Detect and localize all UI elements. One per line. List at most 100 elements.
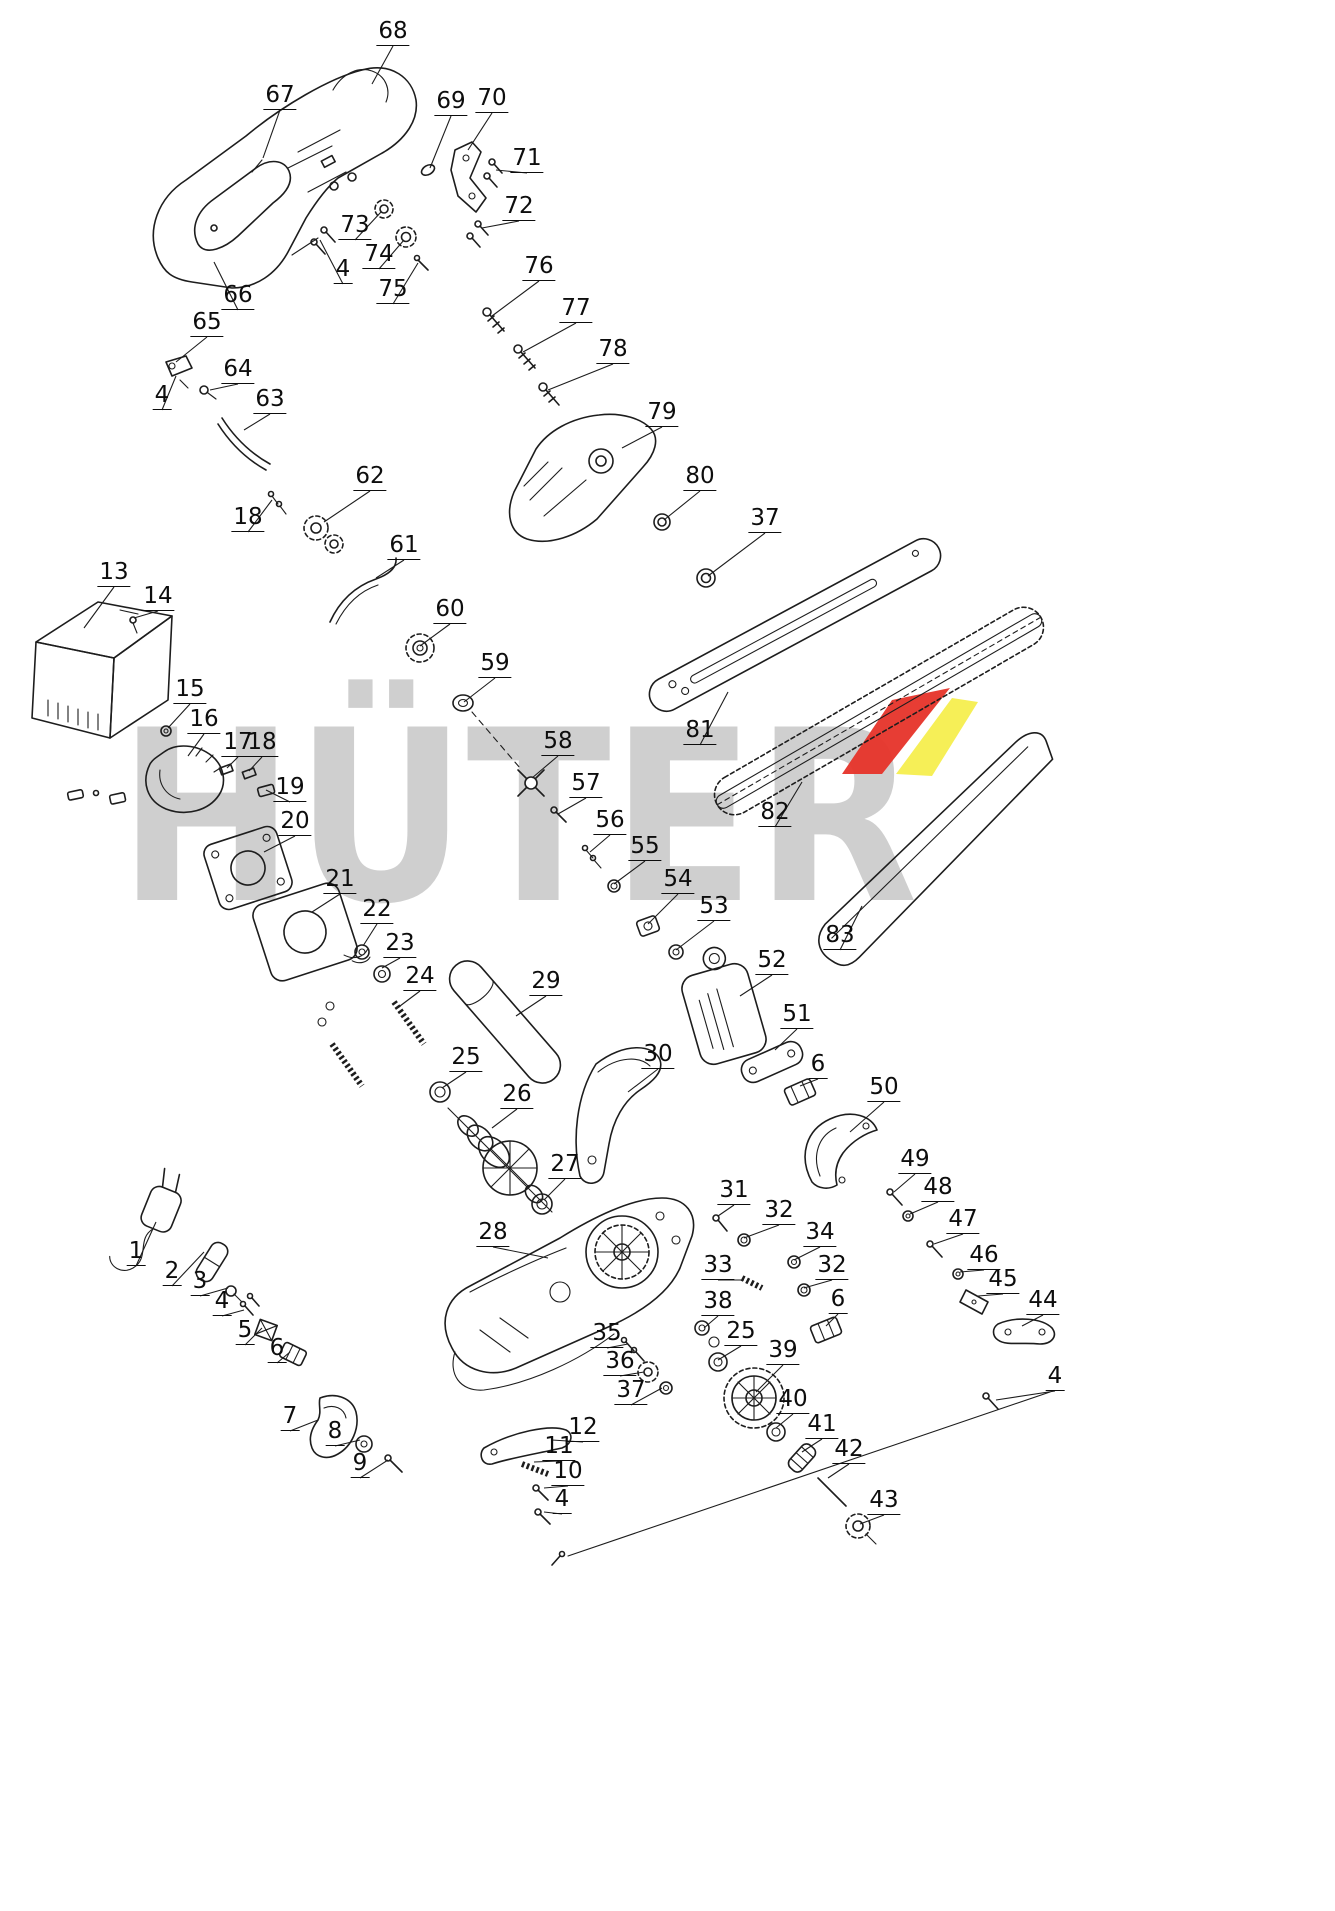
leader-line-22 xyxy=(362,923,378,947)
part-guide-bar xyxy=(648,537,942,713)
leader-line-52 xyxy=(739,974,773,997)
leader-line-74 xyxy=(378,239,405,270)
part-nuts-80-37 xyxy=(653,513,716,588)
leader-line-63 xyxy=(243,413,271,431)
leader-line-48 xyxy=(909,1201,939,1215)
part-screws-76-78 xyxy=(482,307,560,406)
leader-line-41 xyxy=(801,1438,823,1453)
leader-line-20 xyxy=(263,835,296,853)
leader-line-4 xyxy=(221,1309,245,1317)
leader-line-27 xyxy=(543,1178,566,1201)
part-fasteners-cluster xyxy=(620,1214,843,1395)
watermark-text: HÜTER xyxy=(118,679,918,957)
part-block-6a xyxy=(783,1078,817,1106)
line-art xyxy=(31,67,1056,1566)
leader-line-35 xyxy=(606,1343,629,1349)
leader-line-49 xyxy=(893,1173,916,1193)
part-shaft-tube xyxy=(448,960,562,1084)
leader-line-9 xyxy=(359,1459,389,1479)
leader-line-50 xyxy=(849,1101,885,1133)
leader-line-78 xyxy=(547,363,614,391)
leader-line-65 xyxy=(175,336,208,363)
leader-line-76 xyxy=(491,280,540,317)
leader-line-60 xyxy=(419,623,451,647)
leader-line-83 xyxy=(839,905,863,951)
leader-line-53 xyxy=(675,920,715,951)
leader-line-46 xyxy=(959,1269,985,1273)
leader-line-7 xyxy=(289,1419,319,1432)
leader-line-6 xyxy=(276,1351,291,1364)
leader-line-3 xyxy=(199,1287,229,1297)
leader-line-42 xyxy=(827,1463,850,1479)
leader-line-6 xyxy=(825,1313,839,1327)
part-motor-housing-box xyxy=(31,601,173,739)
leader-line-56 xyxy=(589,834,611,853)
part-front-handle-half xyxy=(804,1113,878,1189)
watermark-accent-red xyxy=(842,688,950,774)
part-fan-cover-cluster xyxy=(66,725,276,814)
part-sprocket-gear-train xyxy=(723,1367,877,1545)
leader-line-43 xyxy=(859,1514,885,1525)
leader-line-21 xyxy=(311,893,341,913)
leader-line-30 xyxy=(627,1068,659,1093)
leader-line-44 xyxy=(1021,1314,1044,1327)
part-bearing-25 xyxy=(429,1081,451,1103)
leader-line-39 xyxy=(755,1364,784,1393)
leader-line-15 xyxy=(167,703,191,729)
leader-line-5 xyxy=(244,1327,263,1346)
leader-line-80 xyxy=(663,490,701,521)
part-bar-cover xyxy=(818,731,1054,967)
leader-line-62 xyxy=(323,490,371,523)
leader-line-4 xyxy=(319,239,344,285)
leader-line-19 xyxy=(265,789,291,803)
part-side-cover xyxy=(508,413,657,543)
leader-lines xyxy=(83,45,1056,1525)
part-power-plug xyxy=(109,1167,182,1271)
leader-line-23 xyxy=(381,957,401,969)
part-main-housing xyxy=(444,1197,695,1391)
leader-line-25 xyxy=(717,1345,742,1361)
part-saw-chain xyxy=(713,606,1045,816)
leader-line-4 xyxy=(161,375,177,411)
leader-line-4 xyxy=(995,1390,1056,1401)
leader-line-18 xyxy=(248,756,263,772)
part-small-electrics xyxy=(195,1241,308,1367)
leader-line-6 xyxy=(799,1078,819,1087)
leader-line-25 xyxy=(441,1071,467,1089)
leader-line-82 xyxy=(774,781,803,828)
leader-line-68 xyxy=(371,45,394,85)
leader-line-55 xyxy=(613,860,646,885)
leader-line-79 xyxy=(621,426,663,449)
leader-line-1 xyxy=(135,1221,157,1267)
leader-line-37 xyxy=(630,1387,663,1406)
leader-line-17 xyxy=(226,756,239,769)
leader-line-36 xyxy=(619,1371,645,1377)
part-right-fasteners xyxy=(551,1188,1056,1566)
leader-line-45 xyxy=(977,1293,1004,1297)
part-clamp-51 xyxy=(740,1040,804,1084)
part-bearing-27 xyxy=(531,1193,553,1215)
leader-line-37 xyxy=(707,532,766,577)
leader-line-2 xyxy=(171,1251,205,1287)
leader-line-11 xyxy=(533,1460,560,1463)
leader-line-72 xyxy=(481,220,520,229)
leader-line-16 xyxy=(187,733,205,757)
leader-line-12 xyxy=(551,1439,584,1443)
leader-line-69 xyxy=(429,115,452,169)
leader-line-34 xyxy=(793,1246,821,1261)
leader-line-32 xyxy=(803,1279,833,1289)
leader-line-66 xyxy=(213,261,239,311)
leader-line-28 xyxy=(492,1246,549,1259)
leader-line-24 xyxy=(399,990,421,1007)
part-trigger xyxy=(309,1394,403,1473)
leader-line-47 xyxy=(933,1233,964,1245)
leader-line-38 xyxy=(703,1315,719,1329)
leader-line-13 xyxy=(83,586,115,629)
leader-line-40 xyxy=(775,1413,794,1429)
leader-line-54 xyxy=(647,893,679,925)
leader-line-59 xyxy=(463,677,496,703)
leader-line-81 xyxy=(699,691,729,746)
part-top-housing xyxy=(152,67,418,289)
